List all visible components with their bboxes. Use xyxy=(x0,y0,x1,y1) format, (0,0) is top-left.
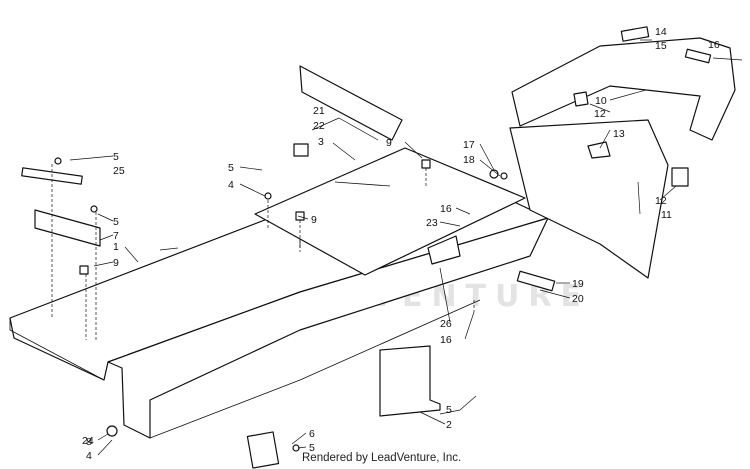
callout-5: 5 xyxy=(113,216,119,228)
callout-12: 12 xyxy=(655,195,667,207)
callout-4: 4 xyxy=(228,179,234,191)
side-bracket xyxy=(379,345,441,417)
callout-8: 8 xyxy=(86,436,92,448)
callout-26: 26 xyxy=(440,318,452,330)
callout-20: 20 xyxy=(572,293,584,305)
rear-bumper xyxy=(509,26,743,279)
callout-17: 17 xyxy=(463,139,475,151)
callout-13: 13 xyxy=(613,128,625,140)
callout-24: 24 xyxy=(82,435,94,447)
callout-11: 11 xyxy=(661,209,672,221)
callout-3: 3 xyxy=(318,136,324,148)
callout-6: 6 xyxy=(309,428,315,440)
render-credit: Rendered by LeadVenture, Inc. xyxy=(302,452,462,464)
leader-lines xyxy=(69,39,677,456)
callout-21: 21 xyxy=(313,105,325,117)
callout-2: 2 xyxy=(446,419,452,431)
callout-1: 1 xyxy=(113,241,119,253)
callout-12: 12 xyxy=(594,108,606,120)
callout-4: 4 xyxy=(86,450,92,462)
callout-5: 5 xyxy=(228,162,234,174)
callout-25: 25 xyxy=(113,165,125,177)
callout-16: 16 xyxy=(440,334,452,346)
callout-18: 18 xyxy=(463,154,475,166)
callout-16: 16 xyxy=(708,39,720,51)
callout-10: 10 xyxy=(595,95,607,107)
snow-flap xyxy=(293,65,403,157)
callout-14: 14 xyxy=(655,26,667,38)
callout-16: 16 xyxy=(440,203,452,215)
rear-panel xyxy=(254,147,526,276)
callout-23: 23 xyxy=(426,217,438,229)
callout-9: 9 xyxy=(311,214,317,226)
callout-5: 5 xyxy=(446,404,452,416)
callout-5: 5 xyxy=(309,442,315,454)
callout-19: 19 xyxy=(572,278,584,290)
callout-9: 9 xyxy=(113,257,119,269)
callout-7: 7 xyxy=(113,230,119,242)
callout-22: 22 xyxy=(313,120,325,132)
callout-9: 9 xyxy=(386,137,392,149)
callout-15: 15 xyxy=(655,40,667,52)
callouts: 1 2 3 4 4 5 5 5 5 5 6 7 8 9 9 9 10 11 12… xyxy=(82,26,720,462)
small-parts xyxy=(21,91,689,469)
callout-5: 5 xyxy=(113,151,119,163)
